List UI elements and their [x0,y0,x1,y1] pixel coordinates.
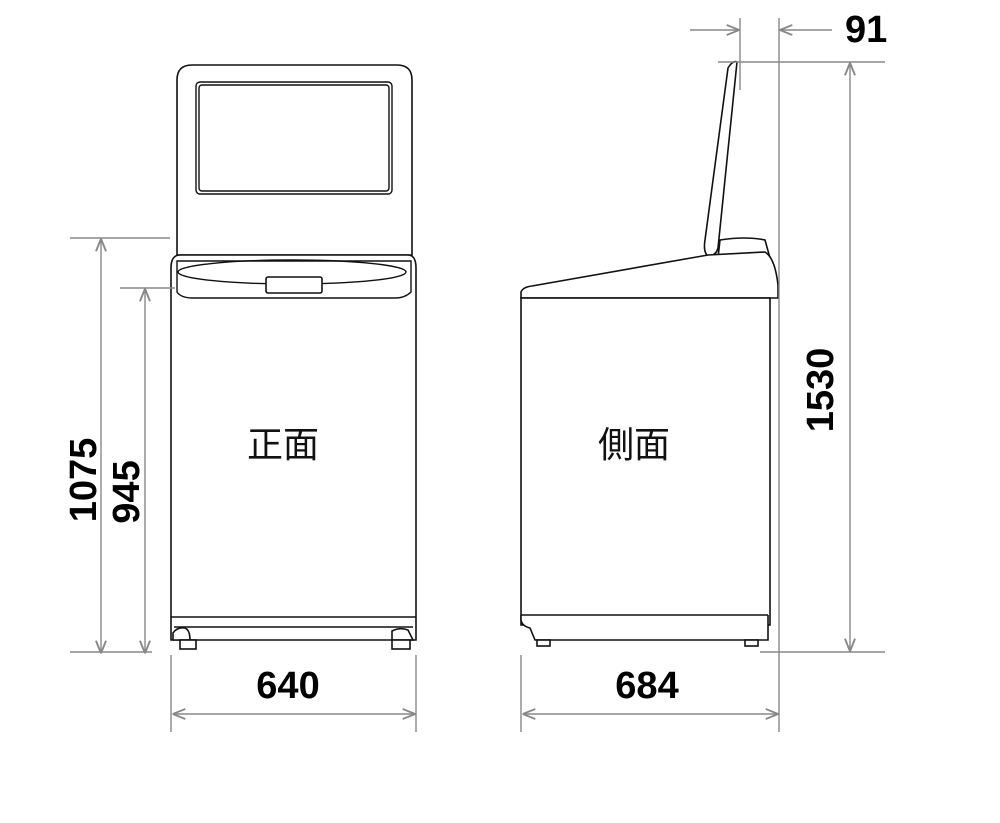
front-view-label: 正面 [247,425,319,466]
front-lid-window [195,81,393,195]
side-view: 側面 [520,60,779,647]
side-view-label: 側面 [598,425,670,466]
height-lid-open-value: 1530 [800,348,842,433]
front-body [170,254,417,641]
side-foot-rear [744,639,759,647]
side-top [520,251,779,299]
front-foot-right [391,627,415,641]
height-top-value: 1075 [63,438,105,523]
width-value: 640 [256,665,319,707]
front-foot-left [172,627,191,641]
depth-value: 684 [615,665,678,707]
side-base [520,615,769,641]
side-lid [703,60,738,257]
front-view: 正面 [170,64,417,650]
height-opening-value: 945 [106,460,148,523]
front-handle [265,276,323,294]
front-lid [176,64,413,256]
side-body [520,297,771,626]
dimension-lines [70,18,885,732]
lid-overhang-value: 91 [845,9,887,51]
side-foot-front [536,639,551,647]
